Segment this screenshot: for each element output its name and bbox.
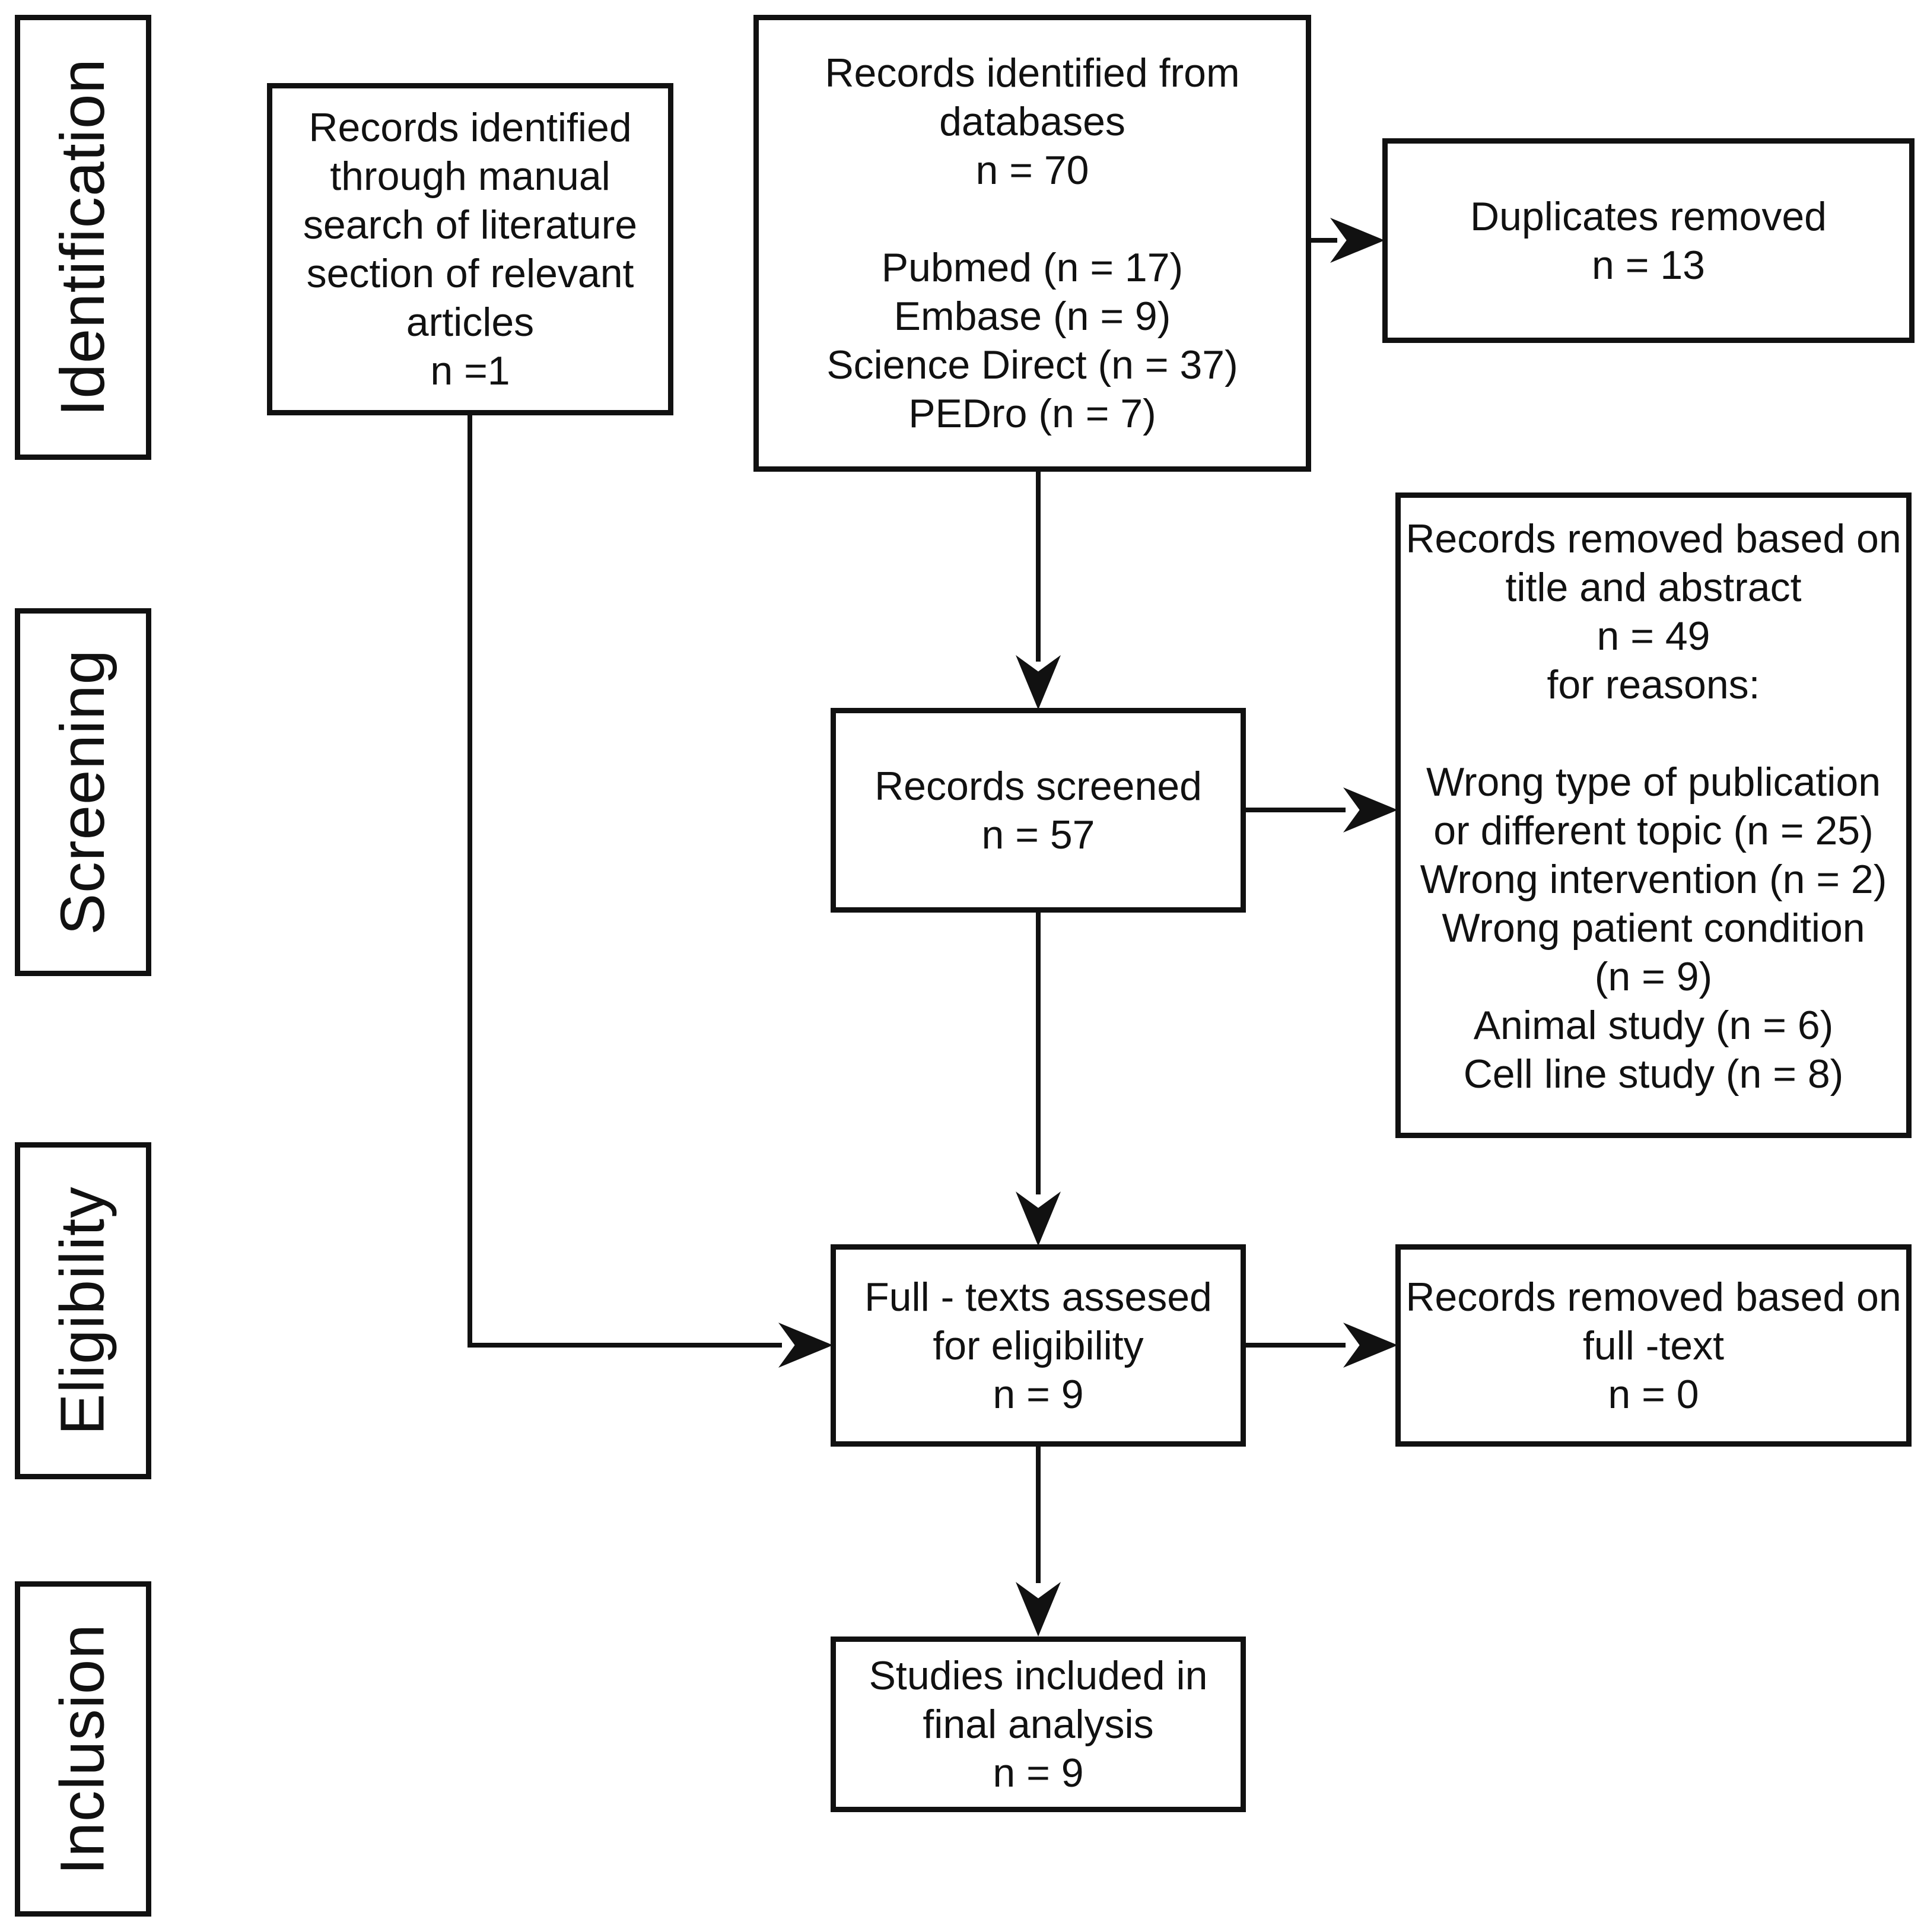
box-count-line: n =1 bbox=[430, 348, 510, 393]
database-source-line: Science Direct (n = 37) bbox=[826, 342, 1238, 387]
box-manual-search: Records identified through manual search… bbox=[267, 83, 673, 415]
box-count-line: n = 57 bbox=[981, 812, 1095, 857]
exclusion-reason-line: Wrong type of publication bbox=[1426, 760, 1881, 805]
exclusion-reason-line: or different topic (n = 25) bbox=[1433, 808, 1874, 853]
exclusion-reason-line: Animal study (n = 6) bbox=[1473, 1003, 1834, 1048]
box-count-line: n = 13 bbox=[1592, 242, 1705, 288]
box-count-line: n = 49 bbox=[1597, 614, 1710, 659]
connector-fulltext-to-studies bbox=[1036, 1447, 1041, 1583]
box-text-line: search of literature bbox=[303, 202, 638, 247]
box-text-line: Full - texts assesed bbox=[864, 1274, 1212, 1320]
box-records-identified-databases: Records identified from databases n = 70… bbox=[753, 15, 1311, 472]
exclusion-reason-line: Cell line study (n = 8) bbox=[1463, 1051, 1844, 1097]
box-count-line: n = 70 bbox=[975, 148, 1089, 193]
stage-label-identification: Identification bbox=[15, 15, 151, 460]
box-studies-included: Studies included in final analysis n = 9 bbox=[831, 1637, 1246, 1812]
arrowhead-down-icon bbox=[1016, 1191, 1061, 1246]
box-full-texts-assessed: Full - texts assesed for eligibility n =… bbox=[831, 1244, 1246, 1447]
database-source-line: Pubmed (n = 17) bbox=[881, 245, 1184, 290]
exclusion-reason-line: Wrong patient condition bbox=[1442, 905, 1865, 951]
exclusion-reason-line: Wrong intervention (n = 2) bbox=[1420, 857, 1887, 902]
box-text-line: Records removed based on bbox=[1405, 516, 1901, 561]
stage-label-text: Inclusion bbox=[48, 1623, 118, 1875]
arrowhead-right-icon bbox=[1343, 1323, 1398, 1368]
box-count-line: n = 0 bbox=[1608, 1371, 1699, 1417]
stage-label-eligibility: Eligibility bbox=[15, 1142, 151, 1479]
box-text-line: final analysis bbox=[923, 1702, 1154, 1747]
stage-label-text: Screening bbox=[48, 649, 117, 935]
arrowhead-right-icon bbox=[1343, 787, 1398, 832]
stage-label-inclusion: Inclusion bbox=[15, 1581, 151, 1917]
box-text-line: for reasons: bbox=[1547, 662, 1760, 707]
box-text-line: articles bbox=[406, 300, 535, 345]
box-text-line: databases bbox=[939, 99, 1125, 144]
box-records-removed-full-text: Records removed based on full -text n = … bbox=[1395, 1244, 1912, 1447]
connector-manual-horizontal bbox=[468, 1343, 782, 1348]
box-text-line: through manual bbox=[330, 154, 610, 199]
arrowhead-down-icon bbox=[1016, 1582, 1061, 1637]
box-records-screened: Records screened n = 57 bbox=[831, 708, 1246, 913]
connector-databases-to-duplicates bbox=[1311, 238, 1337, 243]
stage-label-text: Eligibility bbox=[48, 1186, 117, 1435]
box-records-removed-title-abstract: Records removed based on title and abstr… bbox=[1395, 492, 1912, 1138]
box-text-line: Records identified from bbox=[825, 50, 1240, 96]
box-text-line: for eligibility bbox=[933, 1323, 1144, 1368]
connector-fulltext-to-removed bbox=[1246, 1343, 1346, 1348]
box-duplicates-removed: Duplicates removed n = 13 bbox=[1382, 138, 1915, 343]
connector-databases-to-screened bbox=[1036, 472, 1041, 662]
exclusion-reason-line: (n = 9) bbox=[1594, 954, 1713, 999]
box-text-line: Records removed based on bbox=[1405, 1274, 1901, 1320]
connector-screened-to-reasons bbox=[1246, 808, 1346, 812]
stage-label-screening: Screening bbox=[15, 608, 151, 976]
box-count-line: n = 9 bbox=[993, 1371, 1084, 1417]
box-text-line: Records identified bbox=[309, 105, 632, 150]
box-text-line: Records screened bbox=[874, 763, 1202, 809]
box-text-line: section of relevant bbox=[306, 251, 634, 296]
box-text-line: Duplicates removed bbox=[1470, 193, 1827, 239]
box-count-line: n = 9 bbox=[993, 1750, 1084, 1796]
connector-screened-to-fulltext bbox=[1036, 913, 1041, 1194]
arrowhead-down-icon bbox=[1016, 655, 1061, 710]
box-text-line: title and abstract bbox=[1505, 565, 1802, 610]
arrowhead-right-icon bbox=[1330, 218, 1385, 263]
stage-label-text: Identification bbox=[48, 58, 117, 417]
box-text-line: Studies included in bbox=[869, 1653, 1208, 1698]
database-source-line: Embase (n = 9) bbox=[893, 294, 1171, 339]
arrowhead-right-icon bbox=[778, 1323, 833, 1368]
database-source-line: PEDro (n = 7) bbox=[908, 391, 1156, 436]
box-text-line: full -text bbox=[1582, 1323, 1725, 1368]
connector-manual-vertical bbox=[468, 415, 472, 1345]
